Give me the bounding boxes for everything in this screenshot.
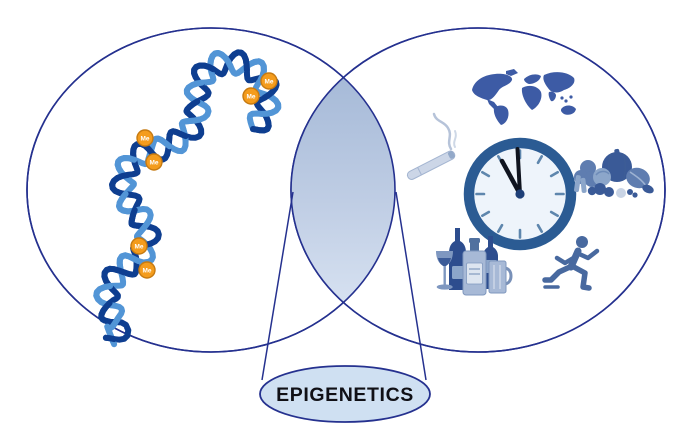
clock-tick (549, 210, 559, 218)
dna-strand-crossover (225, 49, 250, 74)
epigenetics-label-ellipse (259, 365, 431, 423)
funnel-left-line (261, 191, 294, 381)
methyl-circle (242, 87, 260, 105)
right-venn-circle-outline (290, 27, 666, 353)
smoke-wisp (432, 112, 453, 151)
methyl-label: Me (246, 93, 255, 100)
dna-strand-crossover (114, 155, 138, 180)
clock-tick (536, 223, 544, 233)
dna-strand-crossover (104, 314, 122, 345)
world-map-icon (472, 69, 576, 125)
dna-strand-crossover (146, 135, 173, 158)
clock-tick (481, 210, 491, 218)
methyl-circle (136, 129, 154, 147)
methyl-label: Me (264, 78, 273, 85)
left-venn-circle-outline (26, 27, 396, 353)
dna-strand-crossover (128, 206, 149, 230)
methyl-circle (130, 237, 148, 255)
fruits-vegetables-icon (574, 148, 654, 198)
clock-minute-hand (515, 147, 522, 196)
methyl-group-marker: Me (136, 129, 154, 147)
dna-strand-crossover (102, 334, 117, 343)
dna-strand-crossover (93, 283, 114, 309)
methyl-circle (145, 153, 163, 171)
clock-hour-hand (499, 158, 523, 197)
dna-strand-crossover (101, 265, 128, 293)
methyl-group-marker: Me (145, 153, 163, 171)
clock-icon (463, 137, 577, 251)
runner-icon (542, 236, 600, 291)
dna-strand-crossover (183, 98, 201, 125)
funnel-right-line (395, 191, 427, 381)
dna-strand-crossover (98, 300, 119, 326)
methyl-label: Me (134, 243, 143, 250)
methyl-group-marker: Me (242, 87, 260, 105)
beer-mug (488, 260, 513, 294)
venn-overlap-region (290, 77, 396, 303)
alcohol-icon (436, 228, 513, 296)
dna-strand-crossover (250, 109, 272, 134)
dna-helix-illustration (93, 49, 282, 348)
clock-tick (496, 223, 504, 233)
methyl-group-marker: Me (260, 72, 278, 90)
dna-strand-crossover (207, 50, 234, 72)
dna-strand-crossover (116, 252, 142, 277)
dna-strand-crossover (191, 62, 217, 88)
methyl-group-marker: Me (130, 237, 148, 255)
epigenetics-label: EPIGENETICS (276, 384, 414, 406)
dna-strand-crossover (258, 92, 282, 117)
clock-center-dot (515, 189, 525, 199)
methyl-label: Me (149, 159, 158, 166)
liquor-bottle (462, 238, 487, 296)
methyl-label: Me (140, 135, 149, 142)
methyl-group-marker: Me (138, 261, 156, 279)
clock-tick (549, 170, 559, 178)
methyl-label: Me (142, 267, 151, 274)
cigarette-icon (406, 112, 457, 180)
clock-ticks (475, 149, 565, 239)
methyl-circle (138, 261, 156, 279)
clock-tick (536, 155, 544, 165)
clock-tick (481, 170, 491, 178)
dna-strand-crossover (242, 58, 267, 84)
methyl-circle (260, 72, 278, 90)
